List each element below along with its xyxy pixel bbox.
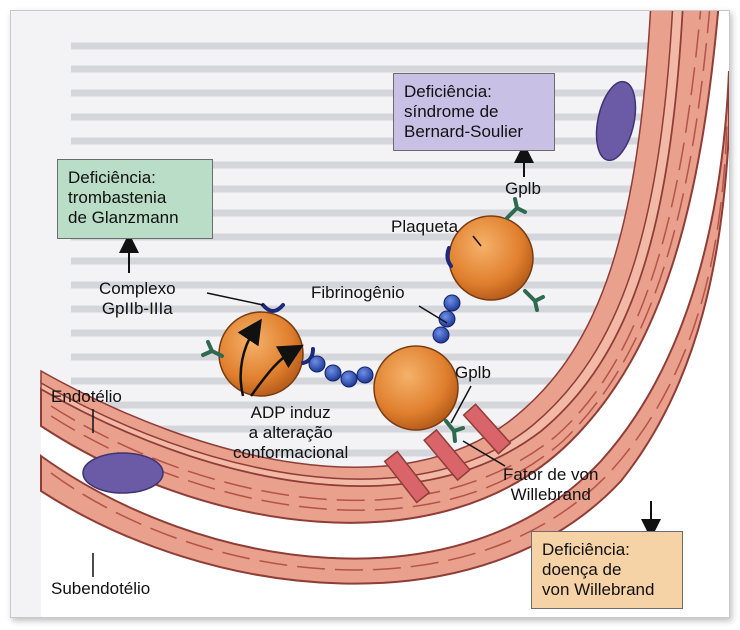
figure-frame: Deficiência: síndrome de Bernard-Soulier… <box>10 10 730 618</box>
endothelial-nucleus-left <box>83 453 163 493</box>
deficiency-box-bernard-soulier: Deficiência: síndrome de Bernard-Soulier <box>393 73 555 151</box>
label-gplb-mid: Gplb <box>455 363 491 383</box>
label-adp-line2: a alteração <box>233 423 348 443</box>
label-adp: ADP induz a alteração conformacional <box>233 403 348 463</box>
label-complexo: Complexo GpIIb-IIIa <box>99 279 176 319</box>
box-vwd-line1: Deficiência: <box>542 540 672 560</box>
label-fator-line2: Willebrand <box>503 485 598 505</box>
label-subendotelio: Subendotélio <box>51 579 150 599</box>
platelet-bottom <box>374 346 458 430</box>
label-endotelio: Endotélio <box>51 387 122 407</box>
box-bernard-line3: Bernard-Soulier <box>404 122 544 142</box>
box-vwd-line2: doença de <box>542 560 672 580</box>
label-complexo-line2: GpIIb-IIIa <box>99 299 176 319</box>
label-fibrinogenio: Fibrinogênio <box>311 283 405 303</box>
deficiency-box-glanzmann: Deficiência: trombastenia de Glanzmann <box>57 159 213 239</box>
box-glanzmann-line2: trombastenia <box>68 188 202 208</box>
platelet-top <box>449 216 533 300</box>
box-glanzmann-line1: Deficiência: <box>68 168 202 188</box>
label-adp-line3: conformacional <box>233 443 348 463</box>
label-adp-line1: ADP induz <box>233 403 348 423</box>
box-vwd-line3: von Willebrand <box>542 580 672 600</box>
label-fator-line1: Fator de von <box>503 465 598 485</box>
deficiency-box-von-willebrand: Deficiência: doença de von Willebrand <box>531 531 683 609</box>
label-complexo-line1: Complexo <box>99 279 176 299</box>
label-fator-vwf: Fator de von Willebrand <box>503 465 598 505</box>
label-plaqueta: Plaqueta <box>391 217 458 237</box>
box-bernard-line1: Deficiência: <box>404 82 544 102</box>
box-bernard-line2: síndrome de <box>404 102 544 122</box>
label-gplb-top: Gplb <box>505 179 541 199</box>
box-glanzmann-line3: de Glanzmann <box>68 208 202 228</box>
